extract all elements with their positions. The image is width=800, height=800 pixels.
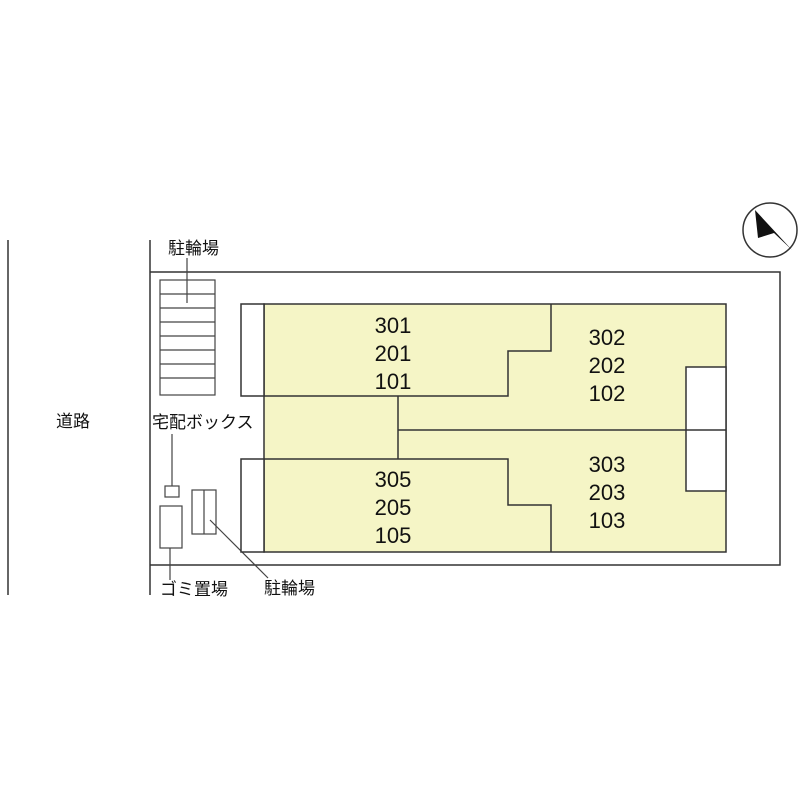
unit-number: 105	[375, 523, 412, 548]
unit-number: 302	[589, 325, 626, 350]
unit-number: 203	[589, 480, 626, 505]
site-boundary	[150, 271, 781, 566]
bicycle-parking-top	[159, 279, 216, 396]
bicycle-parking-bottom-leader	[209, 519, 269, 579]
unit-number: 301	[375, 313, 412, 338]
unit-top-right: 302 202 102	[589, 325, 626, 406]
bicycle-parking-bottom-label: 駐輪場	[264, 579, 315, 599]
unit-number: 205	[375, 495, 412, 520]
unit-number: 202	[589, 353, 626, 378]
unit-number: 102	[589, 381, 626, 406]
delivery-box-label: 宅配ボックス	[152, 413, 254, 433]
north-arrow-icon	[742, 202, 798, 258]
unit-bottom-right: 303 203 103	[589, 452, 626, 533]
unit-bottom-left: 305 205 105	[375, 467, 412, 548]
bicycle-parking-top-label: 駐輪場	[168, 239, 219, 259]
partition-top-left	[264, 304, 552, 397]
unit-number: 305	[375, 467, 412, 492]
unit-top-left: 301 201 101	[375, 313, 412, 394]
building-strip-top	[240, 303, 265, 397]
delivery-box	[164, 485, 180, 498]
unit-number: 103	[589, 508, 626, 533]
garbage-area-label: ゴミ置場	[160, 579, 228, 600]
unit-number: 101	[375, 369, 412, 394]
partition-bottom-left	[264, 458, 552, 552]
unit-number: 201	[375, 341, 412, 366]
road-label: 道路	[56, 412, 90, 432]
unit-number: 303	[589, 452, 626, 477]
building-strip-bottom	[240, 458, 265, 553]
garbage-area	[159, 505, 183, 549]
bicycle-parking-bottom	[191, 489, 217, 535]
building	[263, 303, 727, 553]
building-notch	[685, 366, 727, 492]
